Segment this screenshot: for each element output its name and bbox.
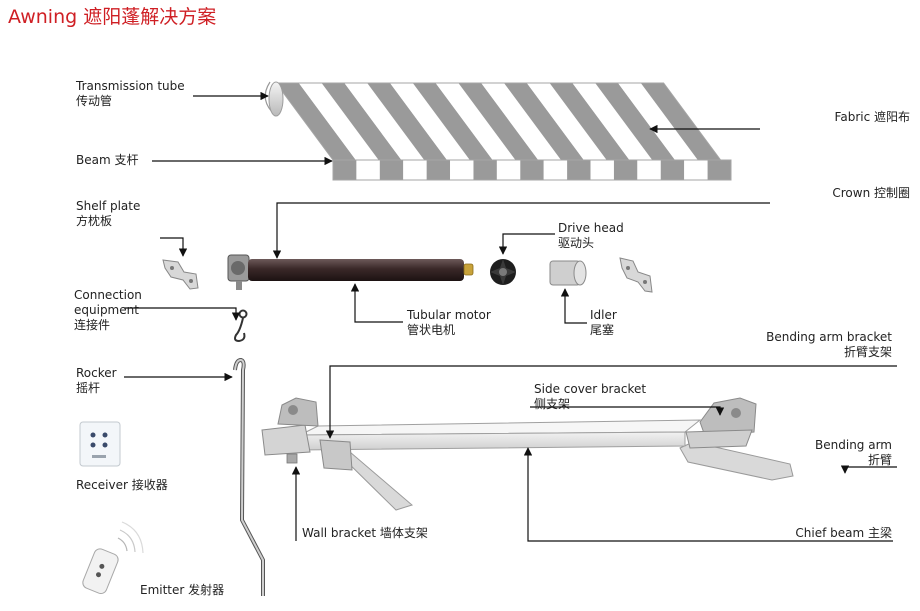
emitter xyxy=(82,521,144,595)
label-tubular-motor: Tubular motor 管状电机 xyxy=(407,308,491,337)
label-rocker: Rocker 摇杆 xyxy=(76,366,117,395)
valance-stripe xyxy=(450,160,474,180)
fabric-stripe xyxy=(390,83,470,160)
leader-lines xyxy=(124,91,897,542)
fabric-stripe xyxy=(344,83,425,160)
valance-stripe xyxy=(473,160,497,180)
valance-stripe xyxy=(660,160,685,180)
shelf-plate-left xyxy=(162,259,199,290)
label-side-cover-bracket: Side cover bracket 侧支架 xyxy=(534,382,647,411)
valance-stripe xyxy=(520,160,544,180)
label-receiver: Receiver 接收器 xyxy=(76,478,168,492)
valance-stripe xyxy=(426,160,451,180)
connection-equipment xyxy=(234,309,248,343)
valance-stripe xyxy=(543,160,568,180)
label-fabric: Fabric 遮阳布 xyxy=(834,110,910,124)
fabric-stripe xyxy=(276,83,356,160)
fabric-stripe xyxy=(572,83,653,160)
transmission-tube-end xyxy=(268,81,284,117)
valance-stripe xyxy=(333,160,357,180)
fabric-stripe xyxy=(504,83,584,160)
wall-bracket xyxy=(261,424,311,456)
label-emitter: Emitter 发射器 xyxy=(140,583,225,597)
fabric-stripe xyxy=(526,83,607,160)
receiver xyxy=(79,421,121,467)
valance-stripe xyxy=(637,160,661,180)
fabric-stripe xyxy=(549,83,630,160)
rocker-crank xyxy=(233,358,265,596)
fabric-stripe xyxy=(481,83,561,160)
valance-stripe xyxy=(590,160,614,180)
fabric-stripe xyxy=(595,83,675,160)
valance-stripe xyxy=(613,160,638,180)
tubular-motor xyxy=(227,254,474,290)
label-beam: Beam 支杆 xyxy=(76,153,139,167)
awning-fabric xyxy=(264,81,732,181)
label-bending-arm-bracket: Bending arm bracket 折臂支架 xyxy=(766,330,892,359)
label-crown: Crown 控制圈 xyxy=(832,186,910,200)
fabric-stripe xyxy=(298,83,379,160)
chief-beam xyxy=(299,431,686,451)
idler xyxy=(549,260,587,286)
valance-stripe xyxy=(379,160,404,180)
diagram-title: Awning 遮阳蓬解决方案 xyxy=(8,6,217,28)
fabric-stripe xyxy=(367,83,447,160)
valance-stripe xyxy=(356,160,380,180)
drive-head xyxy=(490,259,516,285)
fabric-stripe xyxy=(321,83,402,160)
label-drive-head: Drive head 驱动头 xyxy=(558,221,624,250)
label-shelf-plate: Shelf plate 方枕板 xyxy=(76,199,141,228)
label-connection-equipment: Connection equipment 连接件 xyxy=(74,288,142,332)
fabric-stripe xyxy=(412,83,493,160)
label-idler: Idler 尾塞 xyxy=(590,308,617,337)
fabric-stripe xyxy=(640,83,721,160)
label-transmission-tube: Transmission tube 传动管 xyxy=(76,79,185,108)
motor-tube xyxy=(248,259,464,281)
valance-stripe xyxy=(707,160,731,180)
fabric-stripe xyxy=(618,83,698,160)
valance-stripe xyxy=(684,160,708,180)
arm-assembly xyxy=(261,397,794,511)
valance-stripe xyxy=(567,160,591,180)
label-chief-beam: Chief beam 主梁 xyxy=(795,526,892,540)
fabric-stripe xyxy=(458,83,539,160)
label-bending-arm: Bending arm 折臂 xyxy=(815,438,892,467)
shelf-plate-right xyxy=(619,257,653,293)
label-wall-bracket: Wall bracket 墙体支架 xyxy=(302,526,428,540)
fabric-stripe xyxy=(435,83,516,160)
valance-stripe xyxy=(496,160,521,180)
valance-stripe xyxy=(403,160,427,180)
